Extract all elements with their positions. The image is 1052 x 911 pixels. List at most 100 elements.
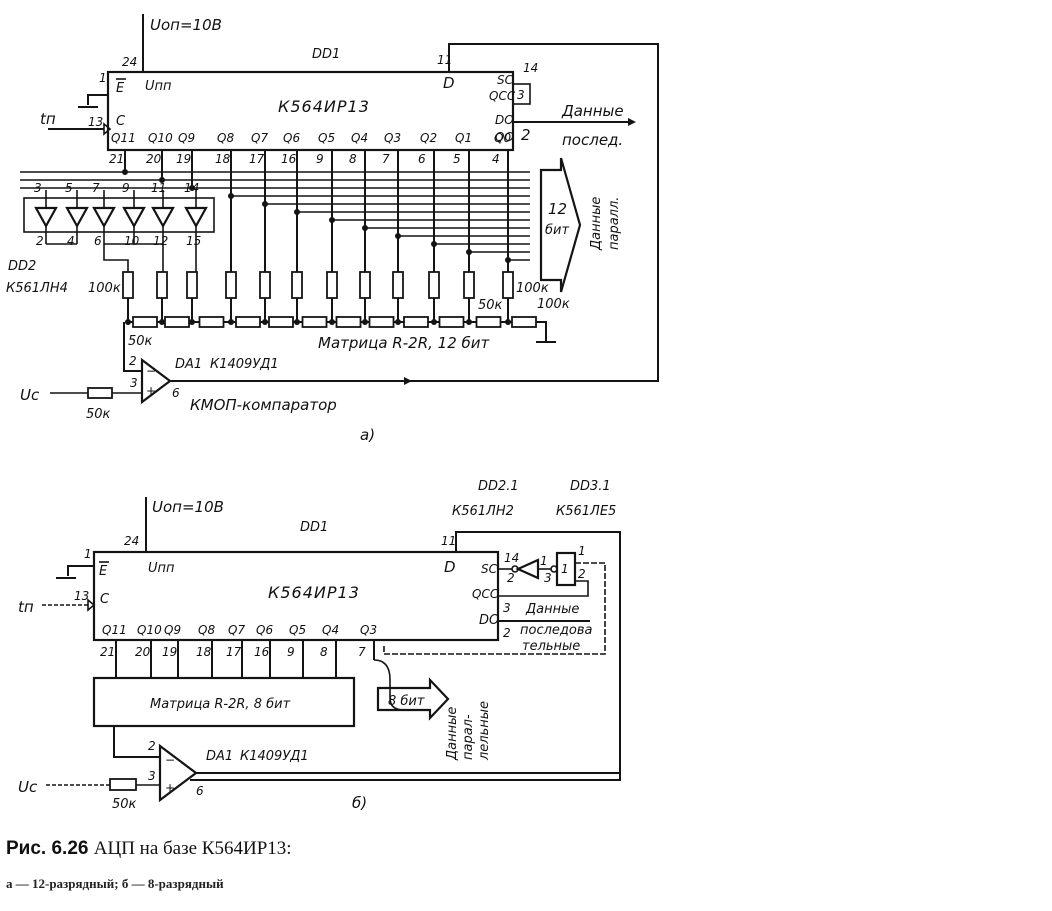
buffer-pin: 6: [94, 234, 102, 248]
input-label-b: Uс: [18, 778, 38, 796]
enable-label-a: E: [116, 81, 125, 96]
resistor-r: [268, 316, 294, 328]
output-pin-number: 17: [249, 152, 265, 166]
resistor-label: 100к: [537, 297, 570, 312]
pin-link-box: [512, 83, 531, 105]
serial-out-label-a: послед.: [562, 131, 623, 149]
comparator-b: [158, 743, 198, 803]
inv-pin: 2: [507, 571, 515, 585]
minus-icon: −: [165, 753, 175, 767]
output-label: Q4: [351, 131, 368, 145]
right-pin-label: QCC: [472, 587, 499, 601]
output-pin-number: 21: [109, 152, 124, 166]
serial-out-label-b: Данные: [525, 602, 579, 617]
output-label: Q3: [384, 131, 401, 145]
buffer-gate-icon: [34, 206, 58, 229]
circuit-a: Uоп=10В 24 DD1 Uпп К564ИР13 E 1 C 13 tп …: [6, 14, 659, 444]
resistor-r: [438, 316, 465, 328]
gate-in-wire: [498, 580, 589, 597]
input-label-a: Uс: [20, 386, 40, 404]
junction-dot: [159, 177, 165, 183]
gate-pin: 3: [544, 571, 552, 585]
resistor-2r: [359, 271, 371, 299]
chip-type-b: К564ИР13: [268, 583, 360, 602]
right-pin-label: QO: [495, 130, 514, 144]
buffer-pin: 3: [34, 181, 42, 195]
output-label: Q6: [283, 131, 300, 145]
data-label-a: D: [443, 74, 455, 92]
clock-pin-a: 13: [88, 115, 103, 129]
supply-pin-label-b: Uпп: [148, 561, 175, 576]
output-label: Q7: [228, 623, 245, 637]
parallel-bits-a: 12: [548, 200, 567, 218]
figure-caption: Рис. 6.26 АЦП на базе К564ИР13:: [6, 838, 292, 860]
comp-desc-a: КМОП-компаратор: [190, 396, 337, 414]
comp-pin: 2: [148, 739, 156, 753]
input-resistor-a: [87, 387, 113, 399]
output-label: Q0: [494, 131, 511, 145]
buffer-block-dd2: [23, 197, 215, 233]
chip-ref-a: DD1: [312, 47, 340, 62]
matrix-to-comp-wire: [113, 726, 160, 758]
output-pin-number: 5: [453, 152, 461, 166]
output-label: Q6: [256, 623, 273, 637]
enable-label-b: E: [99, 564, 108, 579]
buffer-pin: 12: [153, 234, 168, 248]
junction-dot: [189, 185, 195, 191]
output-pin-number: 9: [316, 152, 324, 166]
buffer-gate-icon: [92, 206, 116, 229]
right-pin-number: 3: [503, 601, 511, 615]
r2r-ladder-a: [122, 271, 540, 328]
buffer-to-resistor-wire: [103, 244, 129, 272]
output-pin-number: 8: [349, 152, 357, 166]
buffer-pin: 11: [151, 181, 166, 195]
resistor-r: [301, 316, 328, 328]
data-pin-a: 11: [437, 53, 452, 67]
buffer-pin: 10: [124, 234, 140, 248]
junction-dot: [294, 209, 300, 215]
output-label: Q10: [137, 623, 162, 637]
output-pin-number: 7: [382, 152, 390, 166]
parallel-bits-b: 8 бит: [388, 694, 425, 709]
ladder-to-comp-wire: [123, 322, 142, 372]
resistor-2r: [186, 271, 198, 299]
comp-ref-a: DA1: [175, 357, 202, 372]
parallel-out-label-a: паралл.: [607, 197, 622, 250]
junction-dot: [329, 217, 335, 223]
resistor-r: [403, 316, 429, 328]
plus-icon: +: [146, 384, 156, 398]
caption-number: Рис. 6.26: [6, 838, 89, 859]
enable-wire-a: [87, 94, 108, 105]
output-pin-number: 21: [100, 645, 115, 659]
buffer-pin: 14: [184, 181, 199, 195]
clock-input-b: tп: [18, 598, 34, 616]
resistor-label: 50к: [478, 298, 503, 313]
enable-pin-a: 1: [99, 71, 107, 85]
matrix-label-b: Матрица R-2R, 8 бит: [150, 697, 291, 712]
buffer-pin: 2: [36, 234, 44, 248]
buffer-pin: 5: [65, 181, 73, 195]
output-pin-number: 20: [146, 152, 162, 166]
resistor-2r: [428, 271, 440, 299]
resistor-2r: [326, 271, 338, 299]
outputs-a: Q1121Q1020Q919Q818Q717Q616Q59Q48Q37Q26Q1…: [109, 131, 511, 272]
gate-type: К561ЛЕ5: [556, 504, 616, 519]
output-label: Q3: [360, 623, 377, 637]
parallel-bus-a: [20, 169, 530, 263]
resistor-2r: [156, 271, 168, 299]
resistor-r: [511, 316, 537, 328]
resistor-r: [335, 316, 362, 328]
enable-wire-b: [67, 565, 94, 576]
output-label: Q4: [322, 623, 339, 637]
output-pin-number: 16: [281, 152, 297, 166]
subfigure-label-a: а): [360, 426, 375, 444]
comp-pin: 6: [172, 386, 180, 400]
buffer-pin: 4: [67, 234, 75, 248]
output-label: Q11: [111, 131, 136, 145]
feedback-wire-a: [448, 43, 659, 382]
clock-label-b: C: [100, 592, 110, 607]
junction-dot: [505, 257, 511, 263]
resistor-2r: [291, 271, 303, 299]
output-pin-number: 4: [492, 152, 500, 166]
